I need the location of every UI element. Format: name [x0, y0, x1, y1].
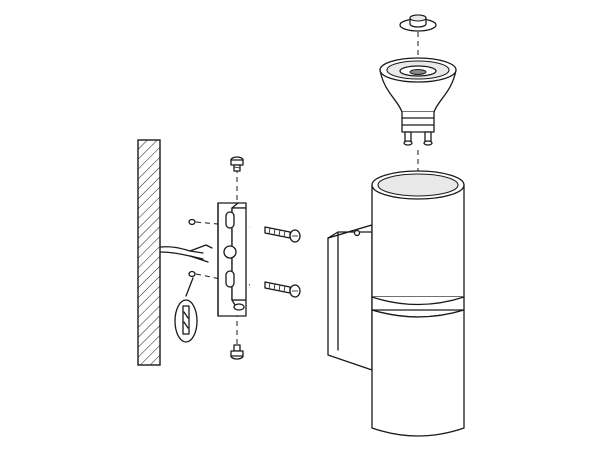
wall-plug-lower — [188, 270, 196, 278]
wall-section — [137, 139, 161, 366]
bracket-top-screw — [230, 156, 244, 172]
bracket-bottom-screw — [230, 344, 244, 360]
mounting-bracket — [217, 202, 247, 317]
lens-cap — [399, 14, 437, 32]
cable-connector-detail — [174, 277, 198, 343]
supply-cable — [159, 244, 213, 263]
wall-screw-upper — [264, 226, 301, 243]
wall-screw-lower — [264, 281, 301, 298]
wall-plug-upper — [188, 218, 196, 226]
gu10-bulb — [379, 57, 457, 146]
cylinder-lamp-body — [327, 170, 465, 437]
